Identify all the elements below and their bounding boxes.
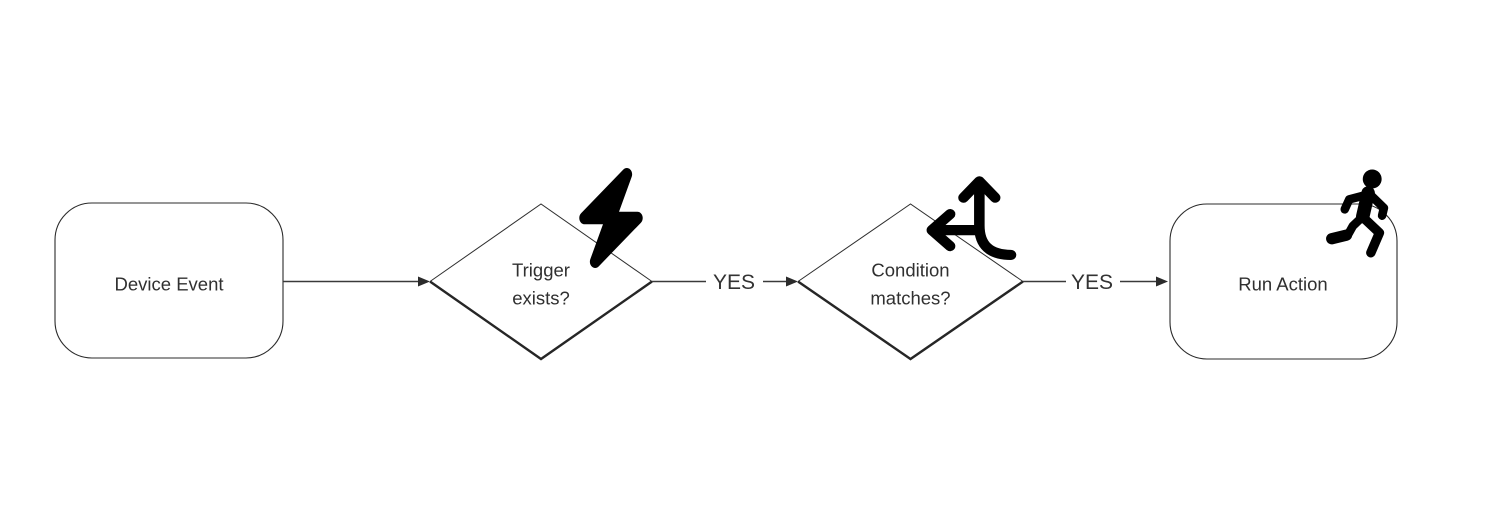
node-device-event: Device Event xyxy=(54,202,284,359)
condition-matches-diamond-top-edges xyxy=(797,203,1024,282)
person-running-icon xyxy=(1326,169,1389,258)
edge-label-yes: YES xyxy=(1071,271,1113,294)
trigger-exists-diamond-bottom-edges xyxy=(429,280,653,361)
split-arrows-left-chevron xyxy=(926,209,956,252)
connector-device-to-trigger xyxy=(283,276,430,287)
connector-trigger-to-condition: YES xyxy=(652,271,798,294)
condition-matches-label-line2: matches? xyxy=(870,288,950,309)
node-run-action: Run Action xyxy=(1169,203,1398,360)
trigger-exists-label-line2: exists? xyxy=(512,288,570,309)
split-arrows-up-chevron xyxy=(958,176,1001,203)
condition-matches-diamond xyxy=(798,204,1023,359)
lightning-bolt-icon xyxy=(579,168,643,268)
trigger-exists-label-line1: Trigger xyxy=(512,260,570,281)
arrowhead xyxy=(1156,276,1168,287)
device-event-box xyxy=(54,202,284,359)
edge-label-yes: YES xyxy=(713,271,755,294)
runner-front-arm xyxy=(1340,190,1372,214)
device-event-label: Device Event xyxy=(115,274,224,295)
trigger-exists-diamond-top-edges xyxy=(429,203,653,282)
condition-matches-diamond-bottom-edges xyxy=(797,280,1024,361)
run-action-label: Run Action xyxy=(1238,274,1327,295)
connector-condition-to-runaction: YES xyxy=(1023,271,1168,294)
condition-matches-label-line1: Condition xyxy=(871,260,949,281)
runner-head xyxy=(1362,169,1382,189)
node-condition-matches: Condition matches? xyxy=(797,203,1024,361)
arrowhead xyxy=(786,276,798,287)
split-arrows-up-left-icon xyxy=(926,176,1017,260)
runner-back-leg xyxy=(1358,213,1385,258)
run-action-box xyxy=(1169,203,1398,360)
runner-back-arm xyxy=(1367,191,1389,220)
runner-front-shoe xyxy=(1326,229,1353,245)
arrowhead xyxy=(418,276,430,287)
